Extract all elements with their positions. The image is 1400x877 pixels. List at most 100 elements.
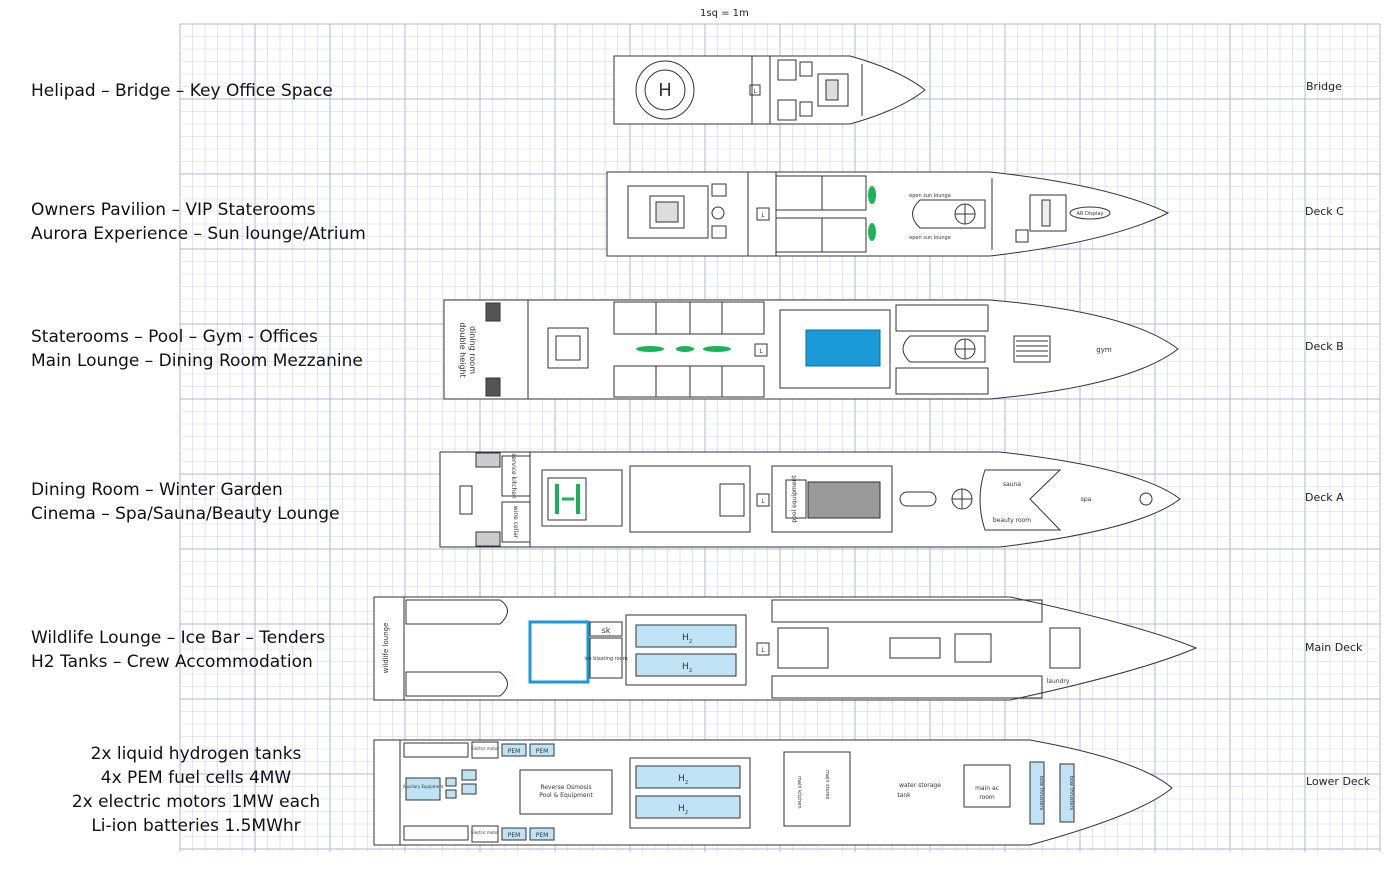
- lower-deck-description: 2x liquid hydrogen tanks 4x PEM fuel cel…: [66, 742, 326, 838]
- beauty-room-label: beauty room: [993, 517, 1031, 524]
- main-kitchen-label: main kitchen: [796, 776, 802, 809]
- h2-label: H: [678, 804, 685, 814]
- lift-label: L: [761, 498, 765, 505]
- service-kitchen-label: service kitchen: [510, 453, 517, 499]
- scale-label: 1sq = 1m: [700, 8, 749, 19]
- bridge-description: Helipad – Bridge – Key Office Space: [31, 79, 333, 103]
- electric-motor-label: Electric motor: [471, 746, 499, 751]
- pool-equipment-label: pool equipment: [791, 475, 798, 523]
- electric-motor-label: Electric motor: [471, 830, 499, 835]
- pem-fuel-cell: [529, 827, 555, 841]
- lower-deck-description-line: 2x electric motors 1MW each: [71, 792, 321, 812]
- lift-label: L: [761, 647, 765, 654]
- ice-bar: [528, 620, 590, 684]
- planter: [703, 346, 731, 352]
- planter: [636, 346, 664, 352]
- lower-deck-plan: Electric motor Electric motor PEM PEM PE…: [373, 739, 1173, 846]
- deck-c-description-line: Aurora Experience – Sun lounge/Atrium: [31, 224, 366, 244]
- h2-subscript: 2: [689, 668, 692, 674]
- planter: [676, 346, 694, 352]
- pem-label: PEM: [508, 832, 521, 839]
- bow-thruster: [1059, 763, 1075, 823]
- water-storage-label: water storage: [899, 782, 941, 789]
- stair: [485, 302, 501, 322]
- lower-deck-description-line: 2x liquid hydrogen tanks: [90, 744, 302, 764]
- helipad-marker: H: [658, 80, 672, 101]
- wine-cellar-label: wine cellar: [512, 506, 519, 539]
- deck-name-bridge: Bridge: [1306, 80, 1342, 93]
- main-deck-description-line: H2 Tanks – Crew Accommodation: [31, 652, 313, 672]
- laundry-label: laundry: [1047, 678, 1070, 685]
- pem-fuel-cell: [501, 827, 527, 841]
- deck-c-description-line: Owners Pavilion – VIP Staterooms: [31, 200, 316, 220]
- deck-a-plan: service kitchen wine cellar L pool equip…: [439, 451, 1181, 548]
- deck-b-description-line: Main Lounge – Dining Room Mezzanine: [31, 351, 363, 371]
- sk-label: sk: [602, 626, 611, 635]
- h2-subscript: 2: [689, 639, 692, 645]
- deck-a-description: Dining Room – Winter Garden Cinema – Spa…: [31, 478, 340, 526]
- main-stores-label: main stores: [824, 770, 830, 800]
- pem-fuel-cell: [501, 743, 527, 757]
- water-tank-label: tank: [897, 792, 911, 799]
- deck-c-description: Owners Pavilion – VIP Staterooms Aurora …: [31, 198, 366, 246]
- deck-name-main-deck: Main Deck: [1305, 641, 1363, 654]
- deck-name-deck-c: Deck C: [1305, 205, 1344, 218]
- lower-deck-description-line: 4x PEM fuel cells 4MW: [100, 768, 292, 788]
- planter: [868, 186, 876, 204]
- deck-b-plan: double height dining room L gym: [443, 299, 1179, 400]
- helipad-circle: [635, 60, 695, 120]
- hydrogen-tank: [635, 624, 737, 648]
- deck-b-description-line: Staterooms – Pool – Gym - Offices: [31, 327, 318, 347]
- h2-label: H: [678, 774, 685, 784]
- lift-label: L: [759, 348, 763, 355]
- bridge-description-line: Helipad – Bridge – Key Office Space: [31, 81, 333, 101]
- hydrogen-tank: [635, 653, 737, 677]
- main-deck-plan: wildlife lounge sk ice blasting room H 2…: [373, 596, 1198, 701]
- reverse-osmosis-label: Reverse Osmosis: [540, 784, 591, 791]
- pem-label: PEM: [508, 748, 521, 755]
- main-deck-description: Wildlife Lounge – Ice Bar – Tenders H2 T…: [31, 626, 325, 674]
- pem-fuel-cell: [529, 743, 555, 757]
- open-sun-lounge-label: open sun lounge: [909, 235, 951, 241]
- ice-blasting-room-label: ice blasting room: [584, 656, 627, 662]
- bow-thrusters-label: bow thrusters: [1068, 776, 1074, 811]
- main-ac-room-label: room: [979, 794, 995, 801]
- lower-deck-description-line: Li-ion batteries 1.5MWhr: [91, 816, 301, 836]
- swimming-pool: [805, 329, 881, 367]
- main-ac-label: main ac: [975, 785, 999, 792]
- spa-label: spa: [1081, 496, 1092, 503]
- pem-label: PEM: [536, 832, 549, 839]
- deck-c-plan: L open sun lounge open sun lounge AR Dis…: [606, 171, 1170, 257]
- planter: [868, 223, 876, 241]
- deck-name-lower-deck: Lower Deck: [1306, 775, 1371, 788]
- h2-label: H: [682, 633, 689, 643]
- auxiliary-equipment-label: Auxiliary Equipment: [403, 784, 444, 789]
- pool-equipment-label: Pool & Equipment: [539, 792, 593, 799]
- h2-subscript: 2: [685, 810, 688, 816]
- deck-name-deck-a: Deck A: [1305, 491, 1344, 504]
- lift-label: L: [753, 88, 757, 95]
- deck-b-description: Staterooms – Pool – Gym - Offices Main L…: [31, 325, 363, 373]
- open-sun-lounge-label: open sun lounge: [909, 193, 951, 199]
- h2-subscript: 2: [685, 780, 688, 786]
- deck-a-description-line: Cinema – Spa/Sauna/Beauty Lounge: [31, 504, 340, 524]
- tender-boat: [405, 671, 508, 697]
- ar-display-label: AR Display: [1077, 211, 1104, 217]
- deck-name-deck-b: Deck B: [1305, 340, 1344, 353]
- h2-label: H: [682, 662, 689, 672]
- auxiliary-equipment: [405, 777, 441, 801]
- double-height-label: double height: [458, 322, 467, 377]
- pem-label: PEM: [536, 748, 549, 755]
- tender-boat: [405, 599, 508, 625]
- pool-cover: [807, 481, 881, 519]
- hydrogen-tank: [635, 795, 741, 819]
- wildlife-lounge-label: wildlife lounge: [382, 623, 390, 674]
- bridge-plan: H L: [613, 55, 926, 125]
- hydrogen-tank: [635, 765, 741, 789]
- deck-a-description-line: Dining Room – Winter Garden: [31, 480, 283, 500]
- dining-room-label: dining room: [468, 326, 477, 374]
- bow-thruster: [1029, 761, 1045, 825]
- main-deck-description-line: Wildlife Lounge – Ice Bar – Tenders: [31, 628, 326, 648]
- sauna-label: sauna: [1003, 481, 1021, 488]
